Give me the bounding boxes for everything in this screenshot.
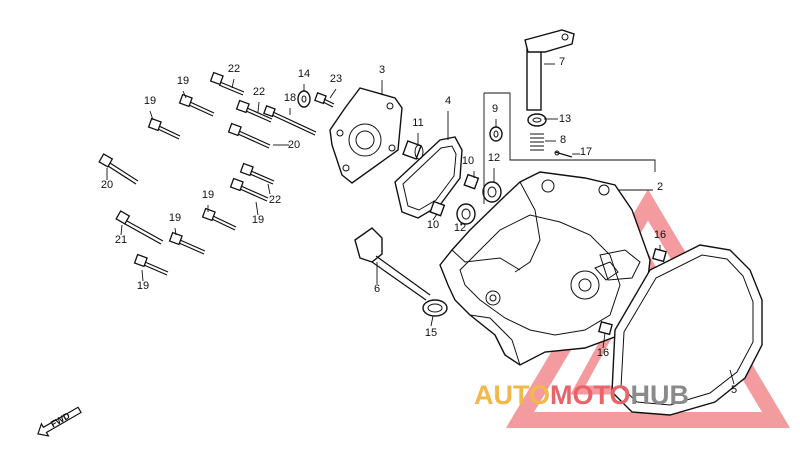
callout-c12a: 12	[488, 152, 500, 164]
watermark-hub: HUB	[631, 380, 690, 410]
watermark-auto: AUTO	[474, 380, 550, 410]
part-8-spring	[530, 133, 544, 151]
part-2-crankcase-cover	[439, 171, 651, 366]
callout-c15: 15	[425, 327, 437, 339]
bolt-19-f	[133, 253, 169, 276]
callout-c19f: 19	[137, 280, 149, 292]
leader-lines	[106, 63, 735, 385]
part-7-shift-shaft	[524, 29, 575, 111]
bolt-group	[98, 71, 335, 276]
part-12-bearing-b	[456, 203, 476, 225]
callout-c18: 18	[284, 92, 296, 104]
callout-c19c: 19	[202, 189, 214, 201]
bolt-22-lower	[239, 162, 275, 185]
bolt-22-mid	[235, 99, 273, 123]
callout-c5: 5	[731, 384, 737, 396]
fwd-arrow-icon	[37, 406, 82, 437]
callout-c2: 2	[657, 181, 663, 193]
callout-c13: 13	[559, 113, 571, 125]
bolt-19-e	[168, 231, 206, 255]
bolt-19-c	[229, 177, 269, 202]
part-10-dowel-b	[429, 200, 446, 217]
callout-c19d: 19	[252, 214, 264, 226]
part-12-bearing-a	[482, 181, 502, 203]
callout-c10a: 10	[462, 155, 474, 167]
callout-c9: 9	[492, 103, 498, 115]
callout-c23: 23	[330, 73, 342, 85]
part-4-gasket	[394, 136, 463, 219]
bolt-18	[263, 105, 317, 136]
part-6-kick-lever	[354, 227, 431, 301]
callout-c22a: 22	[228, 63, 240, 75]
fwd-arrow: FWD	[37, 406, 82, 437]
callout-c7: 7	[559, 56, 565, 68]
part-16-dowel-b	[598, 321, 613, 336]
part-17-pin	[554, 150, 573, 158]
callout-c22c: 22	[269, 194, 281, 206]
callout-c20a: 20	[288, 139, 300, 151]
callout-c19b: 19	[144, 95, 156, 107]
callout-c8: 8	[560, 134, 566, 146]
callout-c20b: 20	[101, 179, 113, 191]
callout-c14: 14	[298, 68, 310, 80]
watermark-moto: MOTO	[550, 380, 631, 410]
callout-c6: 6	[374, 283, 380, 295]
bolt-19-d	[201, 207, 237, 231]
part-16-dowel-a	[652, 248, 667, 263]
part-11-bearing	[402, 140, 424, 160]
callout-c19a: 19	[177, 75, 189, 87]
bolt-23	[314, 92, 335, 108]
bolt-21	[115, 210, 164, 245]
callout-c19e: 19	[169, 212, 181, 224]
callout-c10b: 10	[427, 219, 439, 231]
part-13-washer	[527, 113, 547, 127]
callout-labels: 2345678910101112121314151616171819191919…	[101, 56, 737, 396]
bolt-20-top	[227, 122, 271, 149]
washer-14	[297, 90, 311, 108]
callout-c22b: 22	[253, 86, 265, 98]
part-15-oil-seal	[422, 299, 448, 317]
part-9-washer	[489, 126, 503, 142]
callout-c21: 21	[115, 234, 127, 246]
bolt-22-top	[209, 71, 245, 96]
callout-c3: 3	[379, 64, 385, 76]
part-5-cover-gasket	[611, 244, 763, 416]
bolt-20-left	[98, 153, 139, 185]
svg-text:AUTOMOTOHUB: AUTOMOTOHUB	[474, 380, 689, 410]
callout-c17: 17	[580, 146, 592, 158]
part-10-dowel-a	[463, 173, 480, 190]
watermark-logo: AUTOMOTOHUB	[474, 380, 689, 410]
callout-c12b: 12	[454, 222, 466, 234]
callout-c16b: 16	[597, 347, 609, 359]
bolt-19-a	[178, 93, 215, 117]
callout-c16a: 16	[654, 229, 666, 241]
bolt-19-b	[147, 117, 181, 140]
bracket-lines	[483, 92, 656, 204]
callout-c4: 4	[445, 95, 451, 107]
callout-c11: 11	[412, 117, 423, 129]
part-3-cover-plate	[329, 87, 403, 184]
